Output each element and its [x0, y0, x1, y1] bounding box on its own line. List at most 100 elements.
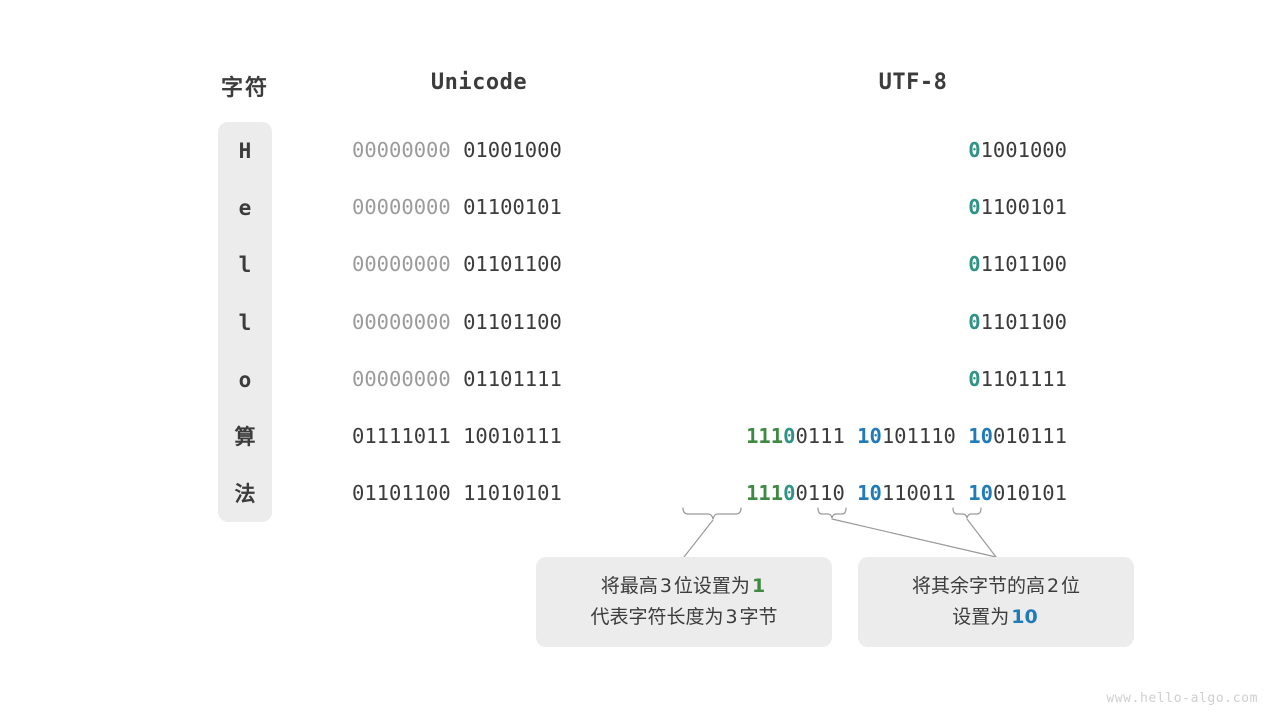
site-watermark: www.hello-algo.com: [1106, 691, 1258, 706]
utf8-cell: 11100111 10101110 10010111: [600, 426, 1067, 447]
utf8-terminator-bit: 0: [783, 481, 796, 506]
unicode-separator: [451, 310, 463, 334]
utf8-continuation-prefix-bits: 10: [968, 481, 993, 506]
unicode-cell: 00000000 01001000: [352, 140, 562, 161]
brace-second-byte: [817, 507, 847, 519]
utf8-byte: 10110011: [857, 481, 956, 505]
utf8-byte-separator: [845, 424, 857, 448]
utf8-cell: 01101111: [600, 369, 1067, 390]
utf8-byte: 01001000: [968, 138, 1067, 162]
char-cell: o: [238, 367, 252, 392]
callout-2-l1-a: 将其余字节的高: [911, 575, 1045, 598]
utf8-length-marker-bits: 111: [746, 424, 784, 448]
unicode-high-byte: 00000000: [352, 366, 451, 391]
unicode-high-byte: 00000000: [352, 252, 451, 277]
utf8-byte-separator: [845, 481, 857, 505]
unicode-low-byte: 01001000: [463, 138, 562, 162]
utf8-byte: 10101110: [857, 424, 956, 448]
utf8-payload-bits: 010111: [992, 424, 1067, 448]
callout-1-l1-b: 位设置为: [673, 575, 750, 598]
utf8-byte: 01100101: [968, 195, 1067, 219]
utf8-payload-bits: 1101100: [980, 309, 1067, 334]
unicode-separator: [451, 424, 463, 448]
unicode-cell: 00000000 01101100: [352, 309, 562, 334]
unicode-low-byte: 01101100: [463, 252, 562, 277]
unicode-high-byte: 00000000: [352, 309, 451, 334]
utf8-cell: 01100101: [600, 197, 1067, 218]
utf8-terminator-bit: 0: [968, 138, 981, 162]
utf8-payload-bits: 110011: [881, 481, 956, 506]
utf8-payload-bits: 1001000: [980, 138, 1067, 162]
char-cell: H: [238, 139, 252, 163]
char-cell: 算: [234, 425, 256, 449]
utf8-terminator-bit: 0: [968, 366, 981, 391]
utf8-payload-bits: 0111: [795, 424, 845, 448]
char-cell: l: [238, 253, 252, 278]
unicode-cell: 00000000 01101111: [352, 369, 562, 390]
utf8-payload-bits: 1100101: [980, 195, 1067, 220]
unicode-high-byte: 01111011: [352, 424, 451, 448]
unicode-low-byte: 01101100: [463, 309, 562, 334]
unicode-high-byte: 00000000: [352, 195, 451, 220]
utf8-byte: 01101100: [968, 310, 1067, 334]
callout-1-l2-a: 代表字符长度为: [590, 606, 724, 628]
utf8-terminator-bit: 0: [968, 309, 981, 334]
unicode-low-byte: 01100101: [463, 195, 562, 220]
utf8-cell: 11100110 10110011 10010101: [600, 483, 1067, 504]
unicode-separator: [451, 367, 463, 391]
utf8-payload-bits: 101110: [881, 424, 956, 448]
unicode-low-byte: 10010111: [463, 424, 562, 448]
utf8-byte-separator: [956, 424, 968, 448]
utf8-byte: 10010101: [968, 481, 1067, 505]
leader-line-2a: [831, 518, 997, 558]
callout-2-l2-a: 设置为: [952, 606, 1010, 628]
utf8-payload-bits: 1101100: [980, 252, 1067, 277]
char-cell: e: [238, 196, 252, 221]
unicode-low-byte: 01101111: [463, 366, 562, 391]
column-header-utf8: UTF-8: [878, 70, 948, 95]
utf8-cell: 01101100: [600, 254, 1067, 275]
utf8-payload-bits: 010101: [992, 481, 1067, 506]
callout-1-l1-a: 将最高: [600, 575, 658, 598]
utf8-cell: 01101100: [600, 310, 1067, 334]
unicode-separator: [451, 195, 463, 219]
callout-2-l1-num: 2: [1046, 575, 1060, 598]
unicode-low-byte: 11010101: [463, 481, 562, 506]
utf8-byte: 01101111: [968, 367, 1067, 391]
column-header-unicode: Unicode: [430, 70, 528, 95]
leader-line-1: [683, 519, 714, 558]
utf8-terminator-bit: 0: [783, 424, 796, 448]
unicode-separator: [451, 138, 463, 162]
callout-1-l2-num: 3: [725, 606, 738, 628]
brace-third-byte: [952, 507, 982, 519]
callout-2-l1-b: 位: [1061, 575, 1081, 598]
column-header-char: 字符: [220, 76, 269, 101]
utf8-terminator-bit: 0: [968, 195, 981, 220]
utf8-continuation-prefix-bits: 10: [968, 424, 993, 448]
char-cell: 法: [234, 482, 256, 507]
character-column-panel: [218, 122, 272, 522]
utf8-length-marker-bits: 111: [746, 481, 784, 506]
brace-first-byte: [682, 507, 742, 520]
unicode-separator: [451, 252, 463, 276]
unicode-high-byte: 00000000: [352, 138, 451, 162]
utf8-payload-bits: 0110: [795, 481, 845, 506]
char-cell: l: [238, 310, 252, 335]
callout-1-l1-num: 3: [659, 575, 672, 598]
utf8-continuation-prefix-bits: 10: [857, 481, 882, 506]
callout-1-l1-highlight: 1: [751, 575, 766, 598]
callout-2-l2-highlight: 10: [1011, 606, 1038, 628]
unicode-separator: [451, 481, 463, 505]
leader-line-2b: [966, 518, 997, 558]
unicode-high-byte: 01101100: [352, 481, 451, 506]
utf8-byte: 11100111: [746, 424, 845, 448]
utf8-cell: 01001000: [600, 140, 1067, 161]
unicode-cell: 01111011 10010111: [352, 426, 562, 447]
